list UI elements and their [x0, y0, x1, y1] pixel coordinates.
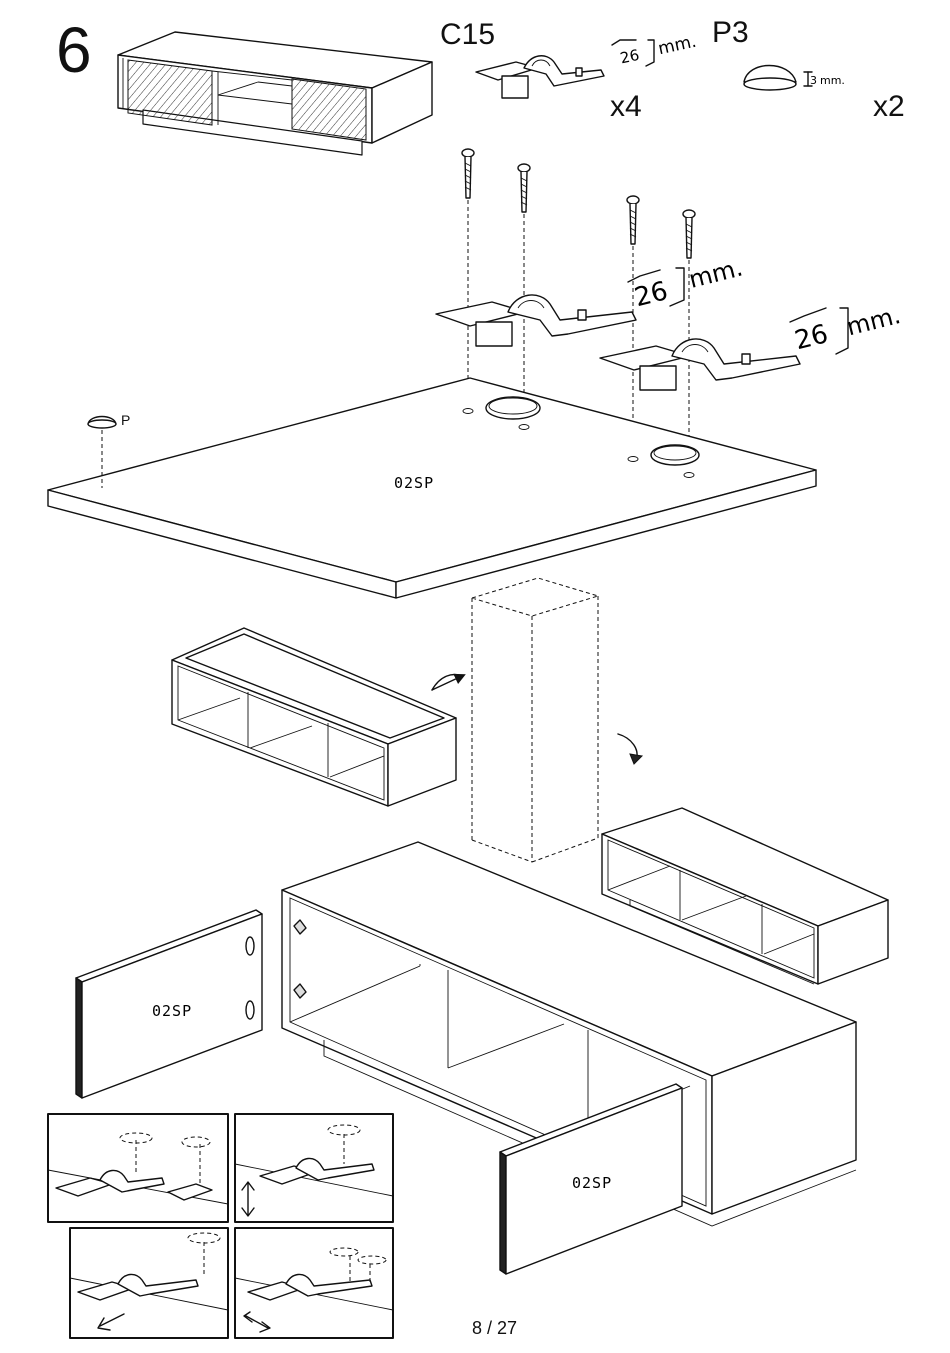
hinge-depth-callout-right: 26 mm.: [790, 301, 903, 356]
adjustment-detail-4: [235, 1228, 393, 1338]
panel-code-label: 02SP: [572, 1174, 612, 1192]
hinge-left: [436, 295, 636, 346]
hinge-part-icon: [476, 56, 604, 98]
hinge-depth-unit: mm.: [686, 253, 746, 293]
adjustment-detail-1: [48, 1114, 228, 1222]
rotation-guide-box: [472, 578, 642, 862]
adjustment-detail-2: [235, 1114, 393, 1222]
hinge-depth-unit: mm.: [656, 32, 698, 60]
adjustment-detail-3: [70, 1228, 228, 1338]
bumper-part-icon: 3 mm.: [744, 66, 845, 91]
panel-code-label: 02SP: [152, 1002, 192, 1020]
hinge-depth-callout-left: 26 mm.: [628, 253, 746, 313]
hinge-right: [600, 339, 800, 390]
screw: [462, 149, 474, 408]
finished-cabinet-thumbnail: [118, 32, 432, 155]
hinge-depth-callout-top: 26 mm.: [612, 32, 698, 68]
cabinet-flipping: [172, 628, 462, 806]
bumper-height-unit: mm.: [820, 74, 845, 87]
bumper-height-value: 3: [810, 74, 817, 87]
door-panel-flat: 02SP: [48, 378, 816, 598]
hinge-depth-unit: mm.: [844, 301, 904, 341]
hinge-depth-value: 26: [632, 276, 671, 313]
door-left: 02SP: [76, 910, 262, 1098]
hinge-depth-value: 26: [792, 319, 831, 356]
screw: [627, 196, 639, 456]
hinge-depth-value: 26: [619, 46, 641, 68]
screw: [518, 164, 530, 424]
panel-code-label: 02SP: [394, 474, 434, 492]
